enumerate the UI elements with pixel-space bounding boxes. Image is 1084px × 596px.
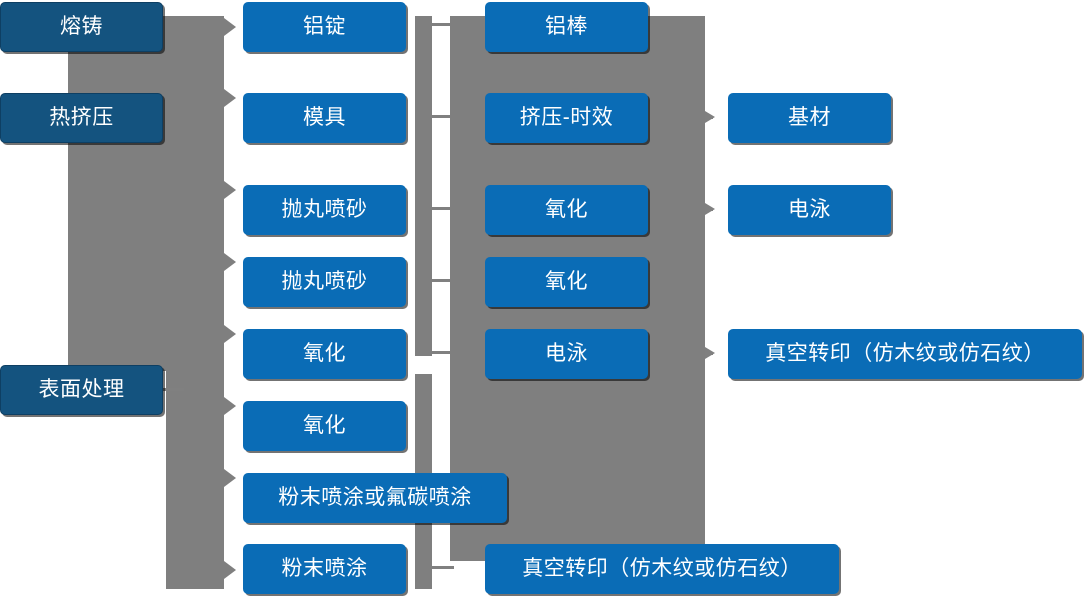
sub-tick-3 [432, 207, 454, 210]
process-label-shot-blasting-1: 抛丸喷砂 [281, 198, 368, 222]
stage-box-surface-treatment[interactable]: 表面处理 [0, 365, 163, 415]
process-box-oxidation-2[interactable]: 氧化 [243, 401, 406, 451]
process-arrow-5 [224, 325, 236, 343]
sub-process-label-electrophoresis: 电泳 [545, 342, 588, 366]
output-box-electrophoresis[interactable]: 电泳 [728, 185, 891, 235]
process-box-shot-blasting-1[interactable]: 抛丸喷砂 [243, 185, 406, 235]
sub-tick-2 [432, 115, 454, 118]
output-box-base-material[interactable]: 基材 [728, 93, 891, 143]
sub-process-box-electrophoresis[interactable]: 电泳 [485, 329, 648, 379]
sub-tick-6 [432, 566, 454, 569]
process-label-mold: 模具 [303, 106, 346, 130]
stage-surface-treatment-stub [160, 388, 184, 391]
connector-band-stages [68, 16, 178, 371]
process-box-aluminum-ingot[interactable]: 铝锭 [243, 2, 406, 52]
process-arrow-1 [224, 18, 236, 36]
process-label-oxidation-2: 氧化 [303, 414, 346, 438]
connector-band-stages-tail [166, 360, 224, 589]
output-box-vacuum-transfer-printing[interactable]: 真空转印（仿木纹或仿石纹） [728, 329, 1082, 379]
process-arrow-4 [224, 253, 236, 271]
sub-process-label-aluminum-bar: 铝棒 [545, 15, 588, 39]
stage-label-surface-treatment: 表面处理 [38, 378, 125, 402]
sub-process-label-oxidation-2: 氧化 [545, 270, 588, 294]
stage-down-arrow-1 [68, 70, 86, 81]
sub-tick-5 [432, 351, 454, 354]
process-box-oxidation-1[interactable]: 氧化 [243, 329, 406, 379]
process-box-mold[interactable]: 模具 [243, 93, 406, 143]
output-arrow-3 [705, 347, 715, 359]
output-label-electrophoresis: 电泳 [788, 198, 831, 222]
stage-box-hot-extrusion[interactable]: 热挤压 [0, 93, 163, 143]
sub-process-label-extrusion-aging: 挤压-时效 [519, 106, 614, 130]
process-arrow-2 [224, 89, 236, 107]
stage-label-melt-cast: 熔铸 [60, 15, 103, 39]
output-label-base-material: 基材 [788, 106, 831, 130]
process-label-oxidation-1: 氧化 [303, 342, 346, 366]
process-arrow-3 [224, 181, 236, 199]
connector-bar-upper [415, 16, 432, 356]
process-box-powder-or-fluorocarbon-spray[interactable]: 粉末喷涂或氟碳喷涂 [243, 473, 507, 523]
process-box-shot-blasting-2[interactable]: 抛丸喷砂 [243, 257, 406, 307]
process-label-shot-blasting-2: 抛丸喷砂 [281, 270, 368, 294]
process-arrow-8 [224, 561, 236, 579]
process-box-powder-spray[interactable]: 粉末喷涂 [243, 544, 406, 594]
output-arrow-2 [705, 203, 715, 215]
process-label-powder-spray: 粉末喷涂 [281, 557, 368, 581]
process-arrow-7 [224, 469, 236, 487]
output-arrow-1 [705, 111, 715, 123]
stage-down-arrow-2 [68, 332, 86, 343]
process-label-powder-or-fluorocarbon-spray: 粉末喷涂或氟碳喷涂 [278, 486, 472, 510]
output-label-vacuum-transfer-printing: 真空转印（仿木纹或仿石纹） [765, 342, 1045, 366]
process-arrow-6 [224, 397, 236, 415]
sub-process-box-oxidation-2[interactable]: 氧化 [485, 257, 648, 307]
sub-process-label-vacuum-transfer-printing: 真空转印（仿木纹或仿石纹） [522, 557, 802, 581]
process-label-aluminum-ingot: 铝锭 [303, 15, 346, 39]
sub-tick-4 [432, 279, 454, 282]
sub-tick-1 [432, 23, 454, 26]
sub-process-box-vacuum-transfer-printing[interactable]: 真空转印（仿木纹或仿石纹） [485, 544, 839, 594]
sub-process-box-extrusion-aging[interactable]: 挤压-时效 [485, 93, 648, 143]
sub-process-box-aluminum-bar[interactable]: 铝棒 [485, 2, 648, 52]
sub-process-box-oxidation-1[interactable]: 氧化 [485, 185, 648, 235]
stage-box-melt-cast[interactable]: 熔铸 [0, 2, 163, 52]
sub-process-label-oxidation-1: 氧化 [545, 198, 588, 222]
stage-label-hot-extrusion: 热挤压 [49, 106, 114, 130]
